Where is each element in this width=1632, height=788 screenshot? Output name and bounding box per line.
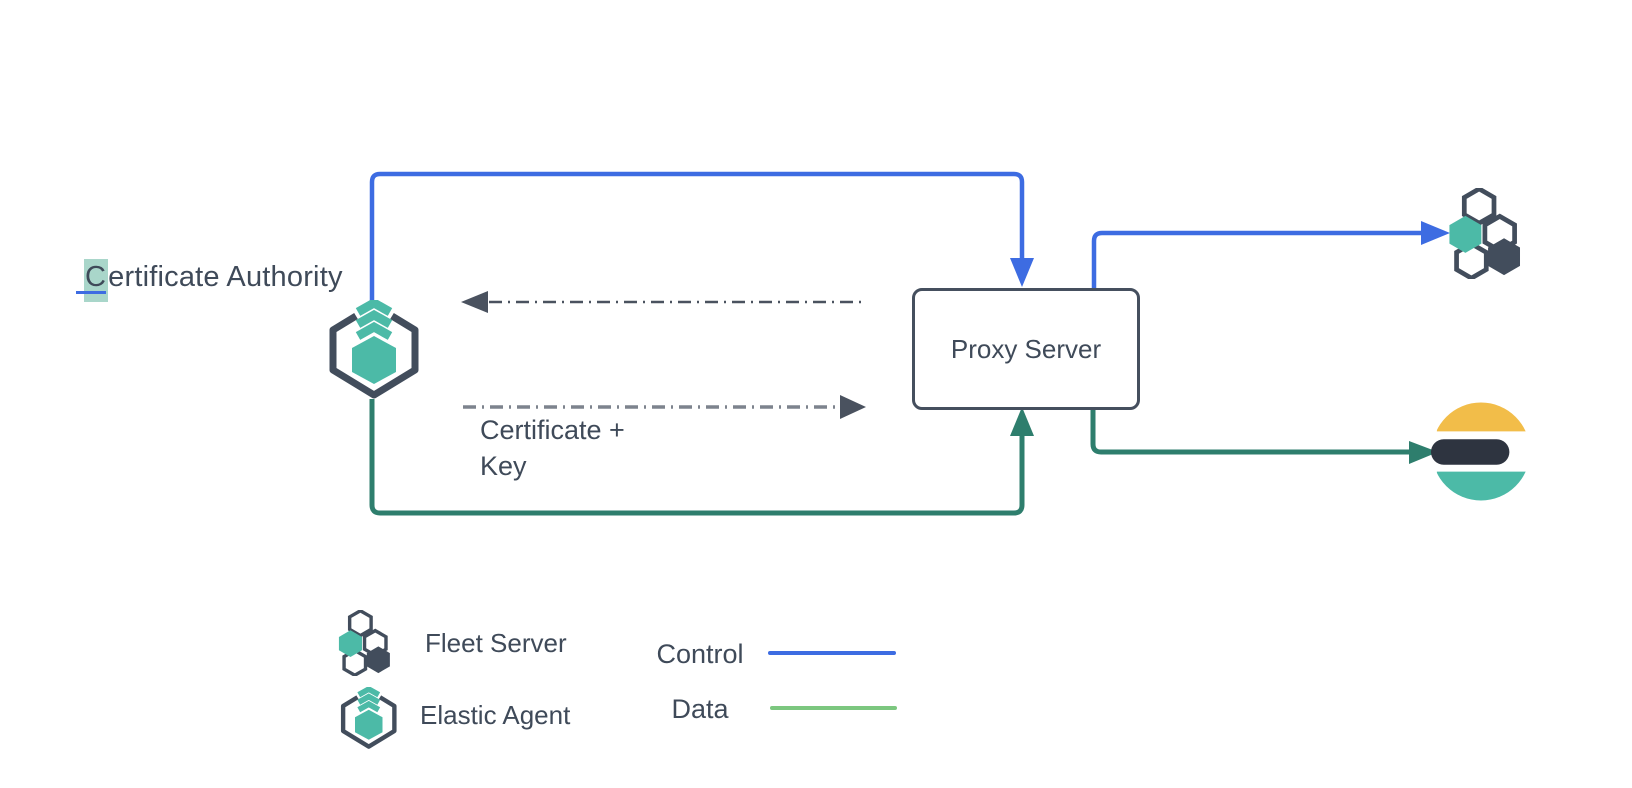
elasticsearch-middle-bar xyxy=(1430,439,1510,465)
elasticsearch-icon xyxy=(1430,402,1526,501)
fleet-hexagon-cluster xyxy=(1449,188,1521,279)
control-line-agent-to-proxy xyxy=(369,171,1025,301)
elastic-agent-legend-icon xyxy=(340,687,397,749)
agent-hexagon xyxy=(352,336,396,384)
highlighted-letter: C xyxy=(84,259,109,302)
control-arrowhead-into-proxy xyxy=(1010,258,1034,287)
control-legend-label: Control xyxy=(656,639,744,669)
proxy-server-label: Proxy Server xyxy=(950,333,1102,364)
certificate-key-arrowhead xyxy=(840,395,866,419)
data-line-agent-to-proxy xyxy=(369,399,1025,516)
agent-bracket-outline xyxy=(329,313,419,399)
control-legend-line xyxy=(768,651,896,655)
fleet-server-legend-icon xyxy=(338,610,390,676)
elasticsearch-bottom-band xyxy=(1436,471,1526,501)
agent-chevrons xyxy=(355,300,393,340)
control-arrowhead-into-fleet xyxy=(1421,221,1450,245)
data-arrowhead-into-elasticsearch xyxy=(1409,441,1438,464)
elasticsearch-top-band xyxy=(1436,402,1526,432)
elastic-agent-legend-label: Elastic Agent xyxy=(420,700,571,730)
data-line-proxy-to-elasticsearch xyxy=(1090,404,1411,455)
certificate-authority-text: ertificate Authority xyxy=(108,261,343,293)
certificate-key-label: Certificate + Key xyxy=(480,415,625,481)
data-legend-label: Data xyxy=(671,694,729,724)
fleet-server-icon xyxy=(1449,188,1521,279)
certificate-request-arrowhead xyxy=(461,291,488,313)
elastic-agent-icon xyxy=(329,300,419,399)
data-arrowhead-into-proxy xyxy=(1010,407,1034,436)
certificate-authority-label: Certificate Authority xyxy=(84,259,343,302)
fleet-server-legend-label: Fleet Server xyxy=(425,628,567,658)
data-legend-line xyxy=(770,706,897,710)
control-line-proxy-to-fleet xyxy=(1091,230,1423,288)
proxy-server-box: Proxy Server xyxy=(912,288,1140,410)
